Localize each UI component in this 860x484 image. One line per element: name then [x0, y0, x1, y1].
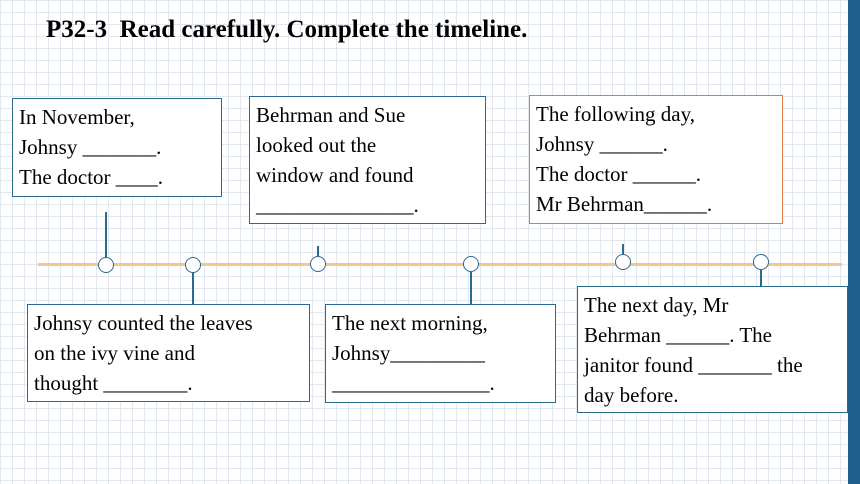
event-5-line-3: The doctor ______.: [536, 162, 702, 186]
timeline-line: [38, 263, 842, 266]
event-1-line-1: In November,: [19, 105, 135, 129]
connector-6: [760, 270, 762, 286]
connector-2: [192, 272, 194, 304]
event-5-line-1: The following day,: [536, 102, 696, 126]
event-box-6: The next day, Mr Behrman ______. The jan…: [577, 286, 848, 413]
event-box-5: The following day, Johnsy ______. The do…: [529, 95, 783, 224]
connector-4: [470, 272, 472, 304]
connector-1: [105, 212, 107, 258]
event-3-line-2: looked out the: [256, 133, 377, 157]
event-box-2: Johnsy counted the leaves on the ivy vin…: [27, 304, 310, 402]
event-box-1: In November, Johnsy _______. The doctor …: [12, 98, 222, 197]
event-1-line-3: The doctor ____.: [19, 165, 164, 189]
event-3-line-3: window and found: [256, 163, 414, 187]
timeline-node-3: [310, 256, 326, 272]
event-5-line-2: Johnsy ______.: [536, 132, 668, 156]
event-1-line-2: Johnsy _______.: [19, 135, 162, 159]
connector-3: [317, 246, 319, 256]
timeline-node-4: [463, 256, 479, 272]
event-4-line-1: The next morning,: [332, 311, 488, 335]
event-4-line-2: Johnsy_________: [332, 341, 485, 365]
event-3-line-1: Behrman and Sue: [256, 103, 406, 127]
event-4-line-3: _______________.: [332, 371, 495, 395]
event-6-line-3: janitor found _______ the: [584, 353, 803, 377]
right-accent-bar: [848, 0, 860, 484]
event-6-line-2: Behrman ______. The: [584, 323, 772, 347]
timeline-node-6: [753, 254, 769, 270]
connector-5: [622, 244, 624, 254]
timeline-node-1: [98, 257, 114, 273]
event-2-line-1: Johnsy counted the leaves: [34, 311, 253, 335]
page-title: P32-3 Read carefully. Complete the timel…: [46, 16, 528, 43]
event-6-line-4: day before.: [584, 383, 679, 407]
event-5-line-4: Mr Behrman______.: [536, 192, 713, 216]
event-6-line-1: The next day, Mr: [584, 293, 729, 317]
timeline-node-5: [615, 254, 631, 270]
event-box-4: The next morning, Johnsy_________ ______…: [325, 304, 556, 403]
event-box-3: Behrman and Sue looked out the window an…: [249, 96, 486, 224]
event-3-line-4: _______________.: [256, 193, 419, 217]
timeline-node-2: [185, 257, 201, 273]
event-2-line-3: thought ________.: [34, 371, 193, 395]
event-2-line-2: on the ivy vine and: [34, 341, 195, 365]
